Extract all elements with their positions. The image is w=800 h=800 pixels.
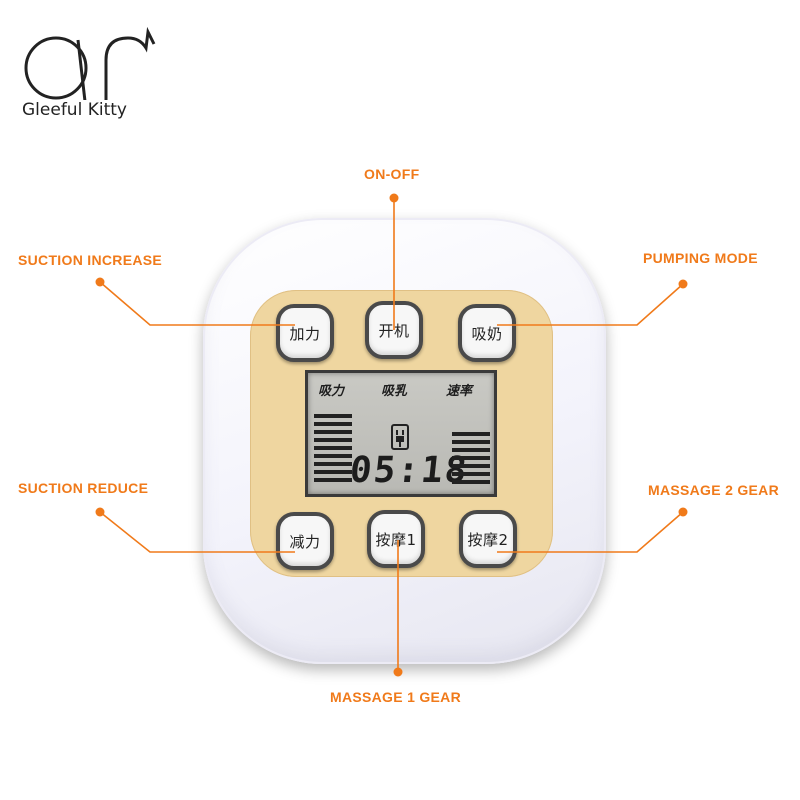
suction-level-bar <box>314 446 352 450</box>
suction-level-bar <box>314 438 352 442</box>
suction-level-bar <box>314 470 352 474</box>
brand-logo: Gleeful Kitty <box>18 20 158 130</box>
pumping-mode-button[interactable]: 吸奶 <box>458 304 516 362</box>
callout-on-off: ON-OFF <box>364 166 420 182</box>
suction-level-bar <box>314 454 352 458</box>
suction-level-bars <box>314 414 352 482</box>
speed-level-bar <box>452 440 490 444</box>
suction-reduce-button[interactable]: 减力 <box>276 512 334 570</box>
brand-name: Gleeful Kitty <box>22 100 127 120</box>
callout-massage-2-gear: MASSAGE 2 GEAR <box>648 482 779 498</box>
speed-level-bars <box>452 432 490 484</box>
suction-level-bar <box>314 430 352 434</box>
speed-level-bar <box>452 456 490 460</box>
massage-2-button[interactable]: 按摩2 <box>459 510 517 568</box>
callout-massage-1-gear: MASSAGE 1 GEAR <box>330 689 461 705</box>
speed-level-bar <box>452 432 490 436</box>
plug-icon <box>391 424 409 450</box>
suction-level-bar <box>314 462 352 466</box>
speed-level-bar <box>452 472 490 476</box>
callout-suction-reduce: SUCTION REDUCE <box>18 480 149 496</box>
massage-1-button[interactable]: 按摩1 <box>367 510 425 568</box>
qr-cat-ears-monogram-icon <box>24 26 156 100</box>
lcd-label-pumping: 吸乳 <box>381 384 408 399</box>
suction-increase-button[interactable]: 加力 <box>276 304 334 362</box>
suction-level-bar <box>314 478 352 482</box>
on-off-button[interactable]: 开机 <box>365 301 423 359</box>
suction-level-bar <box>314 414 352 418</box>
suction-level-bar <box>314 422 352 426</box>
lcd-label-suction: 吸力 <box>318 384 345 399</box>
lcd-label-speed: 速率 <box>446 384 473 399</box>
callout-suction-increase: SUCTION INCREASE <box>18 252 163 268</box>
callout-pumping-mode: PUMPING MODE <box>643 250 758 266</box>
speed-level-bar <box>452 448 490 452</box>
speed-level-bar <box>452 464 490 468</box>
speed-level-bar <box>452 480 490 484</box>
